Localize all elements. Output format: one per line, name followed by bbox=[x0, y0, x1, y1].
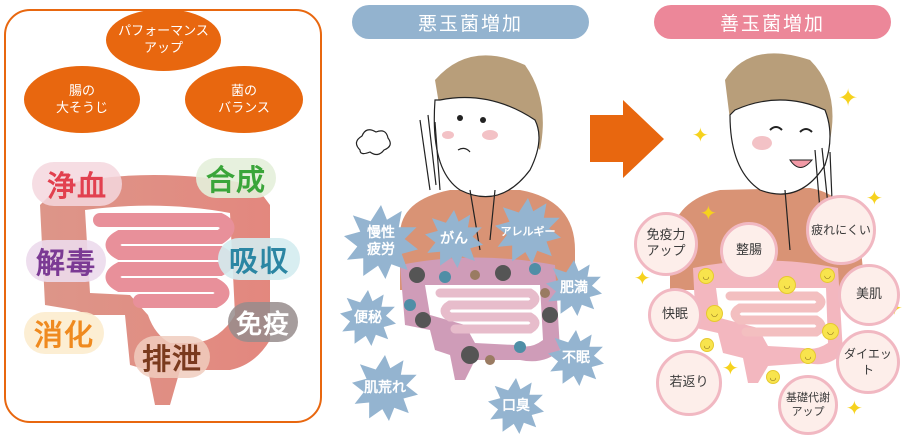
effect-text-line1: 口臭 bbox=[502, 397, 530, 414]
effect-text-line1: がん bbox=[440, 230, 468, 247]
oval-text-line1: パフォーマンス bbox=[118, 24, 209, 39]
effect-diet: ダイエット bbox=[836, 330, 900, 394]
burst-shape-icon bbox=[546, 260, 602, 316]
burst-shape-icon bbox=[425, 210, 483, 268]
effect-text-line1: 肌荒れ bbox=[364, 379, 406, 396]
bad-bacteria-header: 悪玉菌増加 bbox=[352, 5, 589, 39]
effect-less-fatigue: 疲れにくい bbox=[806, 195, 876, 265]
effect-good-sleep: 快眠 bbox=[648, 288, 702, 342]
oval-text-line2: 大そうじ bbox=[55, 100, 108, 116]
good-bacteria-smile-icon: ◡ bbox=[698, 268, 714, 284]
good-bacteria-smile-icon: ◡ bbox=[800, 348, 816, 364]
effect-rough-skin: 肌荒れ bbox=[350, 355, 420, 421]
sparkle-icon: ✦ bbox=[846, 396, 863, 420]
effect-text-line1: 快眠 bbox=[661, 307, 688, 322]
good-bacteria-smile-icon: ◡ bbox=[766, 370, 780, 384]
right-arrow-icon bbox=[590, 100, 664, 178]
burst-shape-icon bbox=[352, 355, 418, 421]
effect-cancer: がん bbox=[425, 210, 483, 268]
burst-shape-icon bbox=[340, 290, 396, 346]
oval-performance-up: パフォーマンス アップ bbox=[106, 9, 221, 71]
effect-text-line1: 整腸 bbox=[735, 243, 762, 258]
sparkle-icon: ✦ bbox=[866, 186, 883, 210]
bad-intestine-illustration bbox=[400, 257, 560, 380]
effect-text-line1: 慢性 bbox=[367, 225, 395, 241]
effect-beautiful-skin: 美肌 bbox=[838, 264, 900, 326]
bad-bacteria-title: 悪玉菌増加 bbox=[417, 12, 523, 35]
effect-text-line1: 便秘 bbox=[354, 309, 382, 326]
effect-text-line1: 疲れにくい bbox=[811, 223, 871, 237]
oval-text-line2: アップ bbox=[143, 41, 183, 56]
good-bacteria-header: 善玉菌増加 bbox=[654, 5, 891, 39]
effect-text-line1: 美肌 bbox=[855, 287, 882, 302]
burst-shape-icon bbox=[344, 205, 418, 279]
effect-rejuvenation: 若返り bbox=[656, 350, 722, 416]
effect-text-line1: 肥満 bbox=[560, 279, 588, 296]
oval-text-line2: バランス bbox=[218, 100, 270, 116]
effect-obesity: 肥満 bbox=[545, 260, 603, 316]
function-synthesis: 合成 bbox=[196, 158, 276, 198]
burst-shape-icon bbox=[495, 198, 561, 264]
burst-shape-icon bbox=[548, 330, 604, 386]
oval-text-line1: 菌の bbox=[230, 83, 257, 99]
good-bacteria-smile-icon: ◡ bbox=[706, 305, 723, 322]
good-bacteria-smile-icon: ◡ bbox=[822, 323, 839, 340]
oval-intestine-cleaning: 腸の 大そうじ bbox=[24, 66, 140, 133]
function-digestion: 消化 bbox=[24, 312, 104, 354]
good-bacteria-smile-icon: ◡ bbox=[820, 268, 835, 283]
effect-text-line1: 不眠 bbox=[562, 349, 590, 366]
effect-immunity-up: 免疫力アップ bbox=[634, 212, 698, 276]
function-absorption: 吸収 bbox=[218, 238, 300, 280]
good-bacteria-title: 善玉菌増加 bbox=[719, 12, 825, 35]
burst-shape-icon bbox=[488, 378, 544, 434]
effect-intestinal-regulation: 整腸 bbox=[720, 222, 778, 280]
effect-metabolism-up: 基礎代謝アップ bbox=[778, 375, 838, 435]
intestine-illustration bbox=[40, 175, 270, 405]
oval-bacteria-balance: 菌の バランス bbox=[185, 66, 303, 133]
effect-text-line1: 若返り bbox=[669, 375, 709, 390]
sparkle-icon: ✦ bbox=[634, 266, 651, 290]
sparkle-icon: ✦ bbox=[838, 84, 859, 112]
sparkle-icon: ✦ bbox=[692, 123, 709, 147]
effect-insomnia: 不眠 bbox=[548, 330, 604, 386]
effect-constipation: 便秘 bbox=[340, 290, 396, 346]
function-excretion: 排泄 bbox=[134, 336, 210, 378]
effect-allergy: アレルギー bbox=[493, 198, 563, 264]
effect-bad-breath: 口臭 bbox=[487, 378, 545, 434]
effect-text-line2: 疲労 bbox=[367, 242, 395, 258]
effect-chronic-fatigue: 慢性疲労 bbox=[342, 205, 420, 279]
effect-text-line1: ダイエット bbox=[844, 347, 892, 377]
function-blood-purification: 浄血 bbox=[32, 162, 122, 206]
sparkle-icon: ✦ bbox=[700, 201, 717, 225]
effect-text-line2: アップ bbox=[791, 405, 825, 418]
good-bacteria-smile-icon: ◡ bbox=[700, 338, 714, 352]
effect-text-line1: 免疫力 bbox=[646, 228, 686, 243]
sparkle-icon: ✦ bbox=[722, 356, 739, 380]
effect-text-line1: 基礎代謝 bbox=[786, 391, 830, 404]
effect-text-line2: アップ bbox=[646, 244, 686, 259]
function-immunity: 免疫 bbox=[228, 302, 298, 342]
function-detox: 解毒 bbox=[26, 240, 106, 282]
effect-text-line1: アレルギー bbox=[500, 224, 556, 238]
good-bacteria-smile-icon: ◡ bbox=[778, 276, 796, 294]
oval-text-line1: 腸の bbox=[68, 83, 95, 99]
